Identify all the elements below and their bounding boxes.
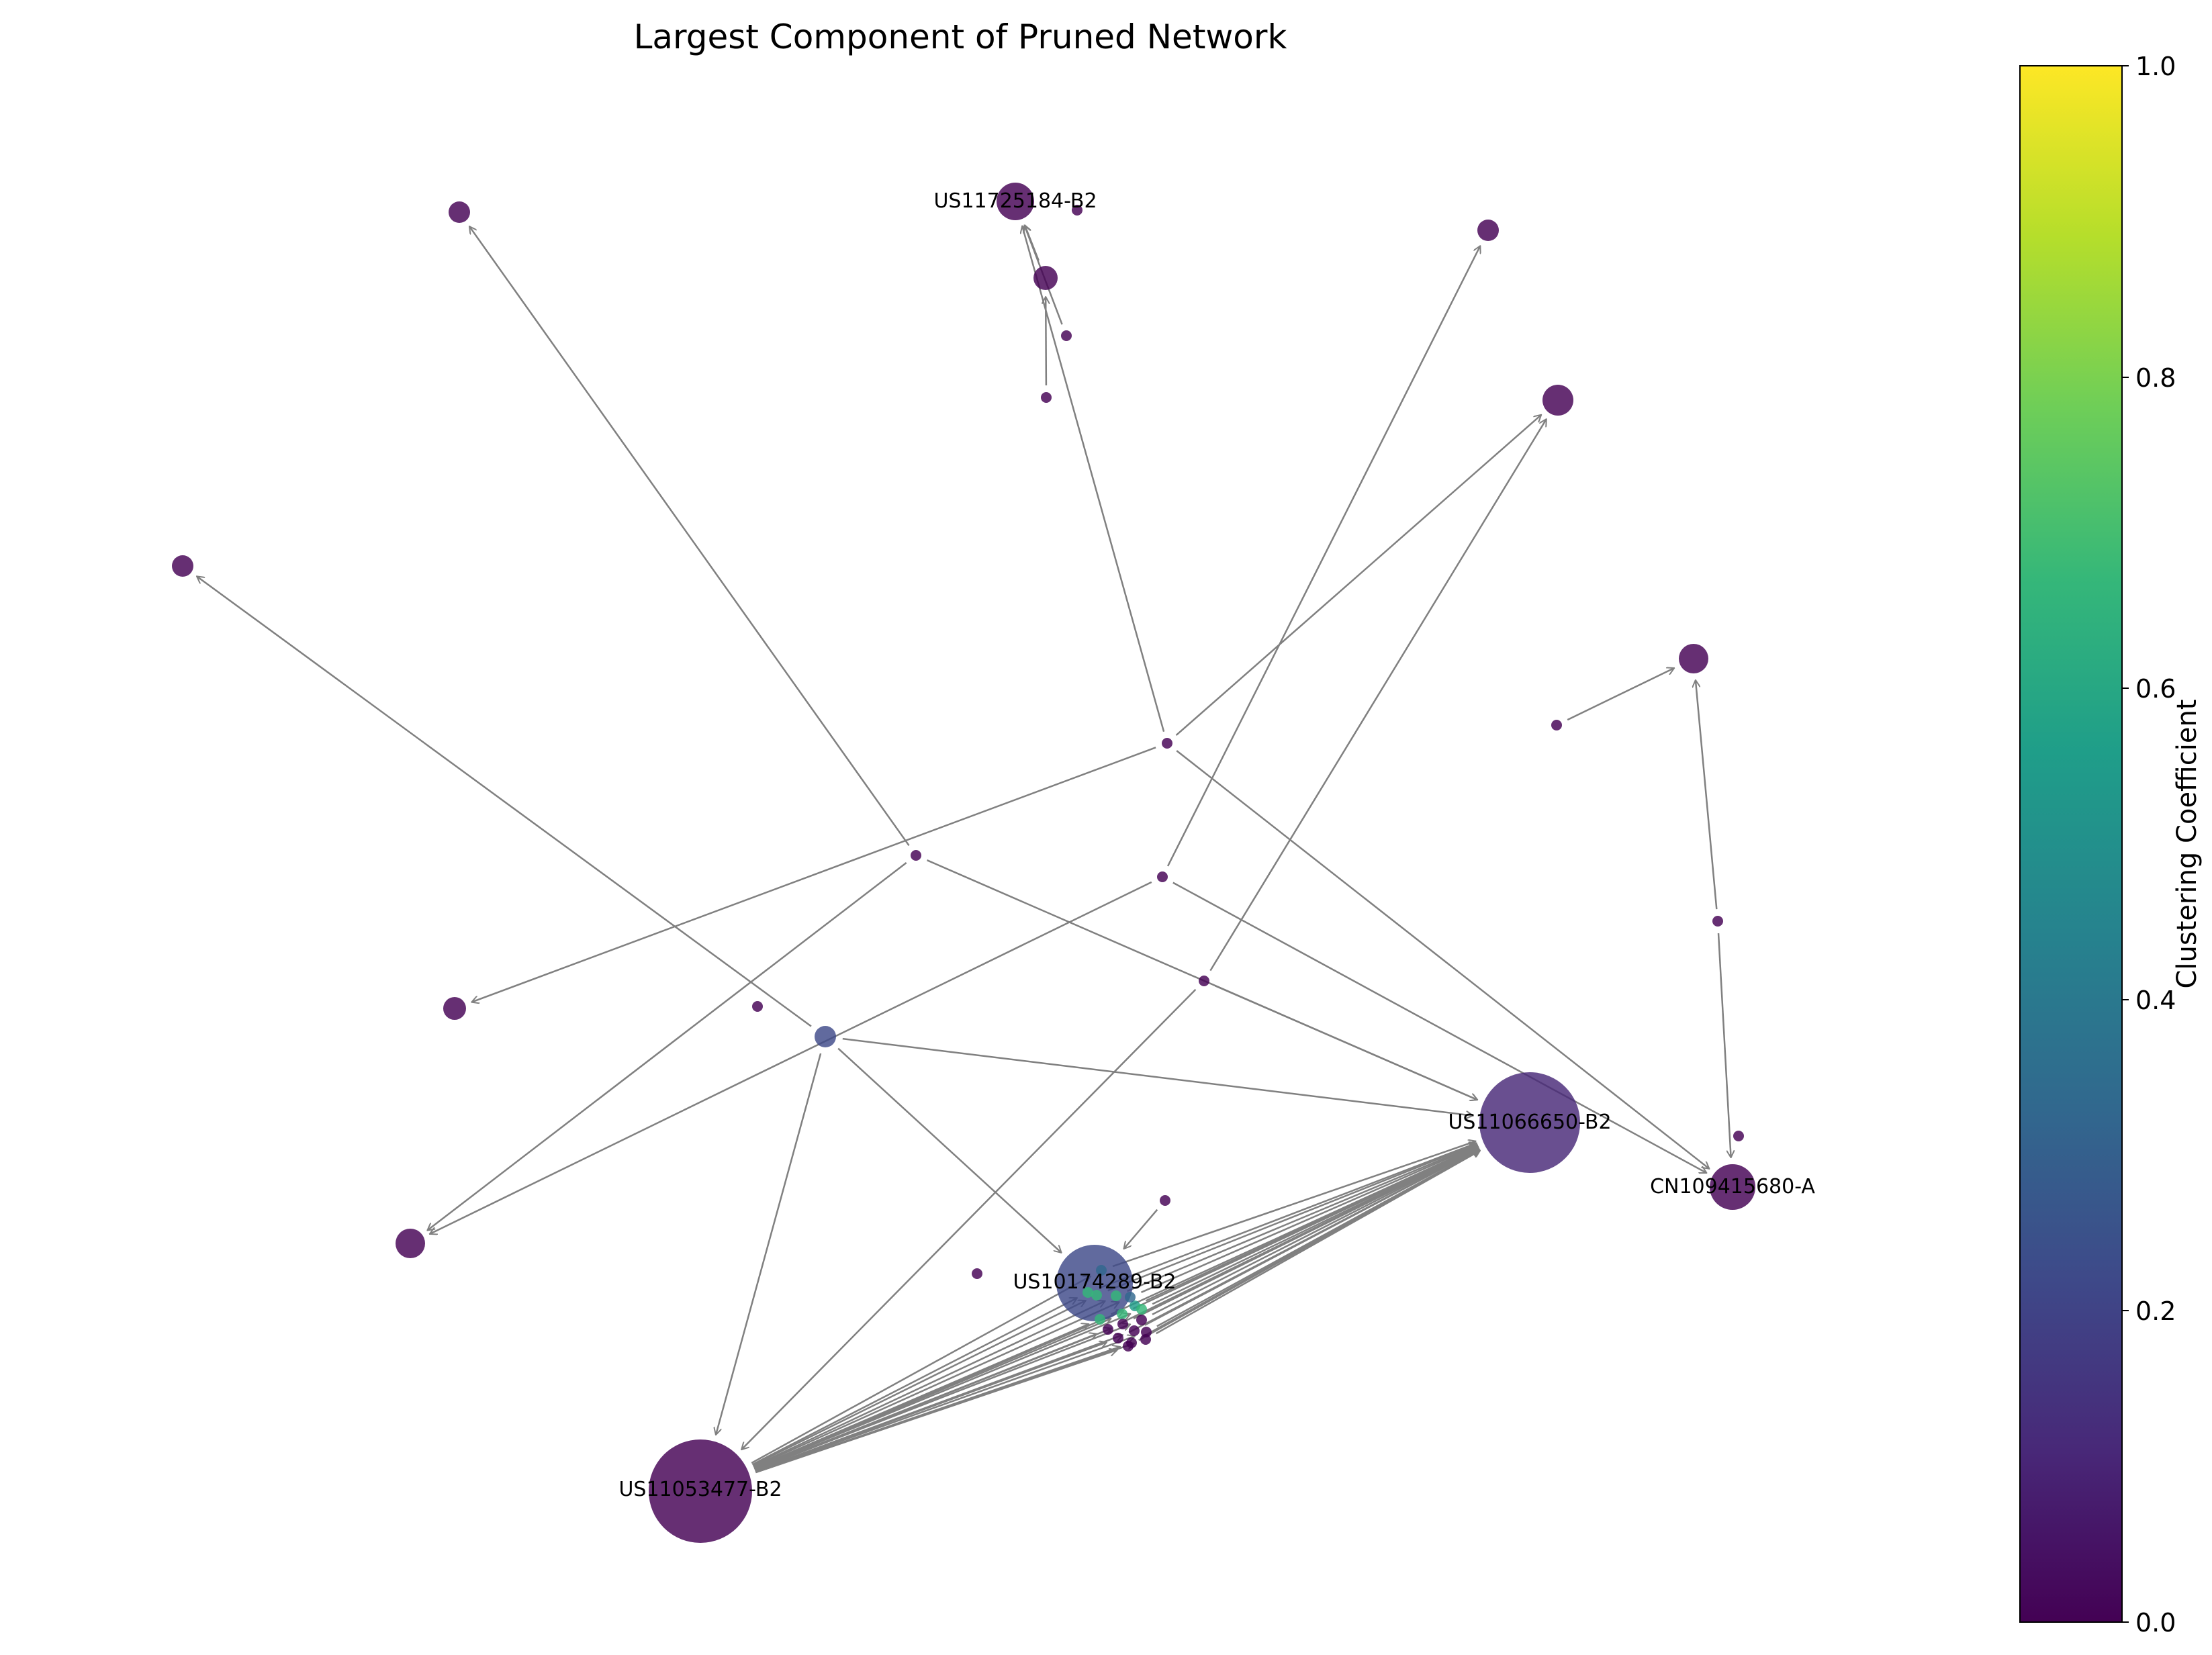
network-edge — [838, 1049, 1061, 1253]
network-node — [1123, 1341, 1134, 1352]
network-edge — [754, 1314, 1130, 1469]
network-node — [1679, 644, 1708, 673]
network-node — [1033, 266, 1058, 290]
network-node — [1117, 1319, 1128, 1329]
colorbar-tick-label: 0.0 — [2135, 1608, 2176, 1638]
network-node — [752, 1001, 763, 1012]
network-node — [1136, 1315, 1147, 1325]
node-label-us11725184-b2: US11725184-B2 — [933, 189, 1097, 213]
network-node — [172, 555, 193, 577]
colorbar-tick-label: 0.2 — [2135, 1296, 2176, 1326]
network-edge — [1129, 1149, 1479, 1332]
node-label-us10174289-b2: US10174289-B2 — [1013, 1270, 1176, 1294]
network-node — [1712, 916, 1723, 927]
network-node — [443, 997, 466, 1020]
colorbar-label: Clustering Coefficient — [2172, 700, 2203, 989]
colorbar-tick-label: 0.6 — [2135, 674, 2176, 704]
network-edge — [755, 1350, 1117, 1472]
network-node — [1157, 871, 1168, 882]
network-node — [1129, 1325, 1140, 1336]
network-edge — [752, 1298, 1077, 1464]
network-edge — [1142, 1145, 1478, 1292]
colorbar: 0.0 0.2 0.4 0.6 0.8 1.0 Clustering Coeff… — [2020, 52, 2203, 1638]
network-node — [1113, 1333, 1123, 1343]
node-label-cn109415680-a: CN109415680-A — [1650, 1175, 1815, 1198]
network-edge — [753, 1302, 1119, 1467]
colorbar-ticks: 0.0 0.2 0.4 0.6 0.8 1.0 — [2122, 52, 2176, 1638]
node-label-us11066650-b2: US11066650-B2 — [1448, 1110, 1611, 1134]
edge-layer — [197, 225, 1731, 1472]
network-node — [1160, 1195, 1170, 1206]
network-edge — [1718, 933, 1731, 1157]
network-edge — [1127, 1145, 1477, 1291]
network-edge — [1215, 986, 1478, 1100]
network-node — [1551, 720, 1562, 730]
network-node — [1117, 1309, 1127, 1319]
network-edge — [1124, 1210, 1158, 1249]
colorbar-tick-label: 1.0 — [2135, 52, 2176, 81]
network-edge — [1134, 1148, 1479, 1319]
network-edge — [755, 1325, 1130, 1470]
network-edge — [1108, 1144, 1477, 1291]
network-edge — [1177, 751, 1709, 1169]
network-node — [1103, 1324, 1113, 1335]
network-edge — [754, 1324, 1089, 1468]
network-edge — [197, 576, 811, 1026]
network-edge — [471, 747, 1156, 1002]
network-edge — [1139, 1150, 1480, 1340]
chart-title: Largest Component of Pruned Network — [634, 17, 1287, 56]
network-edge — [1173, 883, 1707, 1173]
network-node — [972, 1268, 982, 1279]
network-edge — [1210, 419, 1546, 970]
network-node — [1095, 1314, 1105, 1325]
colorbar-tick-label: 0.4 — [2135, 986, 2176, 1015]
network-edge — [1696, 680, 1716, 909]
node-labels: US11725184-B2 US11066650-B2 CN109415680-… — [618, 189, 1815, 1501]
network-edge — [469, 226, 909, 845]
network-node — [911, 850, 921, 861]
network-node — [1136, 1304, 1147, 1315]
network-edge — [1152, 1147, 1478, 1304]
network-node — [1733, 1131, 1744, 1141]
network-node — [1477, 220, 1499, 241]
network-node — [1140, 1334, 1151, 1345]
node-label-us11053477-b2: US11053477-B2 — [618, 1478, 782, 1501]
network-edge — [1152, 1149, 1479, 1315]
network-edge — [1168, 246, 1480, 866]
network-node — [396, 1229, 425, 1258]
network-edge — [843, 1039, 1473, 1116]
network-edge — [753, 1301, 1086, 1465]
network-node — [1162, 738, 1172, 749]
network-edge — [1099, 1143, 1477, 1288]
network-node — [815, 1026, 836, 1047]
network-node — [449, 201, 470, 223]
node-layer — [172, 183, 1755, 1543]
network-node — [1061, 330, 1072, 341]
network-edge — [716, 1053, 821, 1435]
colorbar-gradient — [2020, 66, 2122, 1622]
network-edge — [1567, 668, 1674, 720]
network-edge — [430, 882, 1152, 1234]
colorbar-tick-label: 0.8 — [2135, 363, 2176, 393]
network-edge — [755, 1342, 1107, 1471]
network-edge — [427, 863, 906, 1231]
network-edge — [1177, 415, 1542, 735]
network-edge — [1133, 1147, 1478, 1309]
network-edge — [1022, 226, 1164, 732]
network-node — [1542, 385, 1573, 416]
network-node — [1041, 392, 1052, 403]
network-node — [1199, 976, 1209, 986]
